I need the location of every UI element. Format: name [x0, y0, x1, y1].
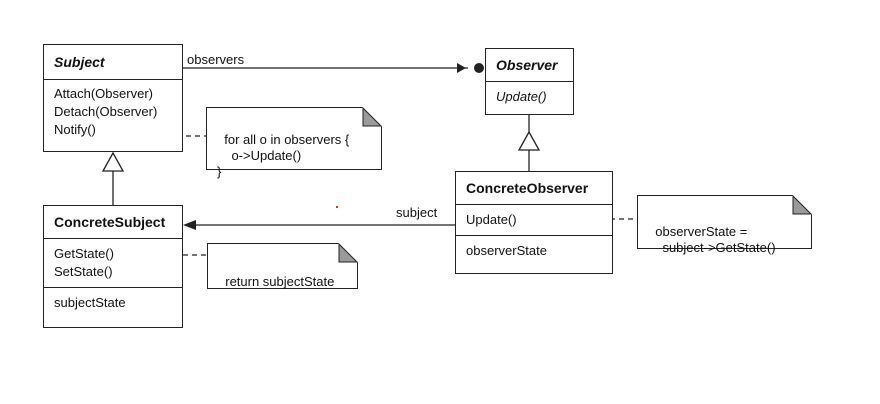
stray-dot	[336, 206, 338, 208]
class-concrete-observer-name: ConcreteObserver	[466, 180, 589, 196]
class-concrete-observer-attributes: observerState	[456, 235, 612, 266]
operation-notify: Notify()	[54, 122, 96, 137]
class-concrete-observer-operations: Update()	[456, 204, 612, 235]
observers-arrowhead	[457, 63, 466, 73]
subject-association-label: subject	[396, 205, 438, 220]
note-notify-text: for all o in observers { o->Update() }	[217, 132, 350, 179]
class-observer-name: Observer	[496, 57, 558, 73]
class-subject-operations: Attach(Observer) Detach(Observer) Notify…	[44, 79, 182, 143]
note-fold-icon	[792, 195, 812, 215]
observers-association-label: observers	[187, 52, 245, 67]
attribute-subjectstate: subjectState	[54, 295, 126, 310]
subject-arrowhead	[183, 220, 196, 230]
operation-update-abstract: Update()	[496, 89, 547, 104]
observer-inheritance-triangle	[517, 130, 541, 151]
note-update-text: observerState = subject->GetState()	[655, 224, 776, 255]
note-getstate-text: return subjectState	[225, 274, 335, 289]
class-concrete-observer: ConcreteObserver Update() observerState	[455, 171, 613, 274]
note-fold-icon	[362, 107, 382, 127]
note-update: observerState = subject->GetState()	[637, 195, 812, 255]
class-concrete-subject-name: ConcreteSubject	[54, 214, 166, 230]
class-concrete-subject-attributes: subjectState	[44, 287, 182, 318]
attribute-observerstate: observerState	[466, 243, 547, 258]
operation-setstate: SetState()	[54, 264, 113, 279]
operation-attach: Attach(Observer)	[54, 86, 153, 101]
class-concrete-subject: ConcreteSubject GetState() SetState() su…	[43, 205, 183, 328]
operation-detach: Detach(Observer)	[54, 104, 158, 119]
subject-inheritance-triangle	[101, 151, 125, 172]
operation-getstate: GetState()	[54, 246, 114, 261]
note-getstate: return subjectState	[207, 243, 358, 289]
operation-update: Update()	[466, 212, 517, 227]
class-subject: Subject Attach(Observer) Detach(Observer…	[43, 44, 183, 152]
observers-multiplicity-dot	[474, 63, 484, 73]
note-notify: for all o in observers { o->Update() }	[206, 107, 382, 179]
class-concrete-subject-operations: GetState() SetState()	[44, 238, 182, 287]
class-observer: Observer Update()	[485, 48, 574, 115]
note-fold-icon	[338, 243, 358, 263]
class-observer-operations: Update()	[486, 81, 573, 112]
class-subject-name: Subject	[54, 54, 105, 70]
